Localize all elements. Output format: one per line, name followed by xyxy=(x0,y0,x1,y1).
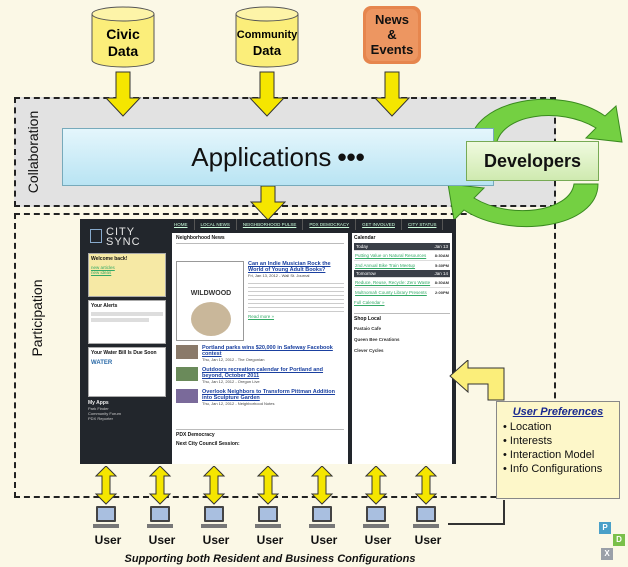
full-calendar-link[interactable]: Full Calendar » xyxy=(354,300,385,305)
arrow-civic xyxy=(104,71,142,117)
user-preferences-box: User Preferences • Location • Interests … xyxy=(496,401,620,499)
pref-interests: • Interests xyxy=(503,435,553,447)
applications-ellipsis: ••• xyxy=(337,141,365,172)
shop-item[interactable]: Queen Bee Creations xyxy=(354,337,400,342)
calendar-day-today: Today Jan 13 xyxy=(354,243,450,250)
nav-local-news[interactable]: LOCAL NEWS xyxy=(195,219,237,230)
developer-cycle-arrows xyxy=(447,98,623,228)
my-apps: My Apps Park Finder Community Forum PDX … xyxy=(88,400,121,421)
news-item-3: Outdoors recreation calendar for Portlan… xyxy=(176,367,344,385)
welcome-box: Welcome back! new articles new ideas xyxy=(88,253,166,297)
read-more-link[interactable]: Read more » xyxy=(248,314,275,319)
user-2: User xyxy=(144,498,180,548)
computer-icon xyxy=(258,506,278,522)
nav-get-involved[interactable]: GET INVOLVED xyxy=(356,219,402,230)
calendar-day-tomorrow: Tomorrow Jan 14 xyxy=(354,270,450,277)
computer-icon xyxy=(204,506,224,522)
pref-location: • Location xyxy=(503,421,552,433)
news-headline-1[interactable]: Can an Indie Musician Rock the World of … xyxy=(248,261,331,273)
council-session-title: Next City Council Session: xyxy=(176,441,240,447)
user-6: User xyxy=(360,498,396,548)
community-data-label: Community Data xyxy=(236,29,298,58)
nav-city-status[interactable]: CITY STATUS xyxy=(402,219,444,230)
pdx-badge: P D X xyxy=(597,520,627,564)
calendar-panel: Calendar Today Jan 13 Putting Value on N… xyxy=(352,233,452,464)
news-item-4: Overlook Neighbors to Transform Pittman … xyxy=(176,389,344,407)
user-4: User xyxy=(252,498,288,548)
community-data-cylinder xyxy=(235,6,299,68)
nav-pdx-democracy[interactable]: PDX DEMOCRACY xyxy=(303,219,357,230)
nav-home[interactable]: HOME xyxy=(168,219,195,230)
new-articles-link[interactable]: new articles xyxy=(91,265,115,270)
shop-item[interactable]: Pastaio Cafe xyxy=(354,326,382,331)
alerts-box: Your Alerts xyxy=(88,300,166,344)
computer-icon xyxy=(312,506,332,522)
developers-label: Developers xyxy=(483,150,582,171)
pref-info-configurations: • Info Configurations xyxy=(503,463,603,475)
wildwood-poster: WILDWOOD xyxy=(176,261,244,341)
pref-interaction-model: • Interaction Model xyxy=(503,449,595,461)
caption: Supporting both Resident and Business Co… xyxy=(124,553,416,565)
citysync-logo-icon xyxy=(90,229,102,243)
portal-screenshot: CITY SYNC HOME LOCAL NEWS NEIGHBORHOOD P… xyxy=(80,219,456,464)
user-3: User xyxy=(198,498,234,548)
arrow-community xyxy=(248,71,286,117)
portal-left-column: Welcome back! new articles new ideas You… xyxy=(88,253,166,421)
user-5: User xyxy=(306,498,342,548)
pdx-democracy-title: PDX Democracy xyxy=(176,432,215,438)
shop-item[interactable]: Clever Cycles xyxy=(354,348,384,353)
computer-icon xyxy=(416,506,436,522)
portal-nav: HOME LOCAL NEWS NEIGHBORHOOD PULSE PDX D… xyxy=(168,219,444,230)
water-logo: WATER xyxy=(91,360,113,366)
neighborhood-news: Neighborhood News WILDWOOD Can an Indie … xyxy=(172,233,348,464)
arrow-apps-to-portal xyxy=(249,186,287,221)
applications-label: Applications xyxy=(191,141,332,172)
data-sources xyxy=(91,6,421,117)
arrow-news xyxy=(373,71,411,117)
user-1: User xyxy=(90,498,126,548)
civic-data-cylinder xyxy=(91,6,155,68)
participation-label: Participation xyxy=(29,279,45,357)
user-arrows xyxy=(94,466,438,505)
news-events-label: News & Events xyxy=(370,12,414,57)
nav-neighborhood-pulse[interactable]: NEIGHBORHOOD PULSE xyxy=(237,219,304,230)
rss-feed-icon xyxy=(363,6,421,64)
computer-icon xyxy=(150,506,170,522)
user-preferences-title: User Preferences xyxy=(512,406,604,418)
computer-icon xyxy=(366,506,386,522)
preferences-arrows xyxy=(448,360,505,525)
news-item-2: Portland parks wins $20,000 in Safeway F… xyxy=(176,345,344,363)
user-7: User xyxy=(410,498,446,548)
applications-bar: Applications ••• xyxy=(62,128,494,186)
civic-data-label: Civic Data xyxy=(106,26,140,59)
water-bill-box: Your Water Bill Is Due Soon WATER xyxy=(88,347,166,397)
developers-box: Developers xyxy=(466,141,599,181)
computer-icon xyxy=(96,506,116,522)
citysync-logo: CITY SYNC xyxy=(106,226,141,248)
new-ideas-link[interactable]: new ideas xyxy=(91,270,112,275)
